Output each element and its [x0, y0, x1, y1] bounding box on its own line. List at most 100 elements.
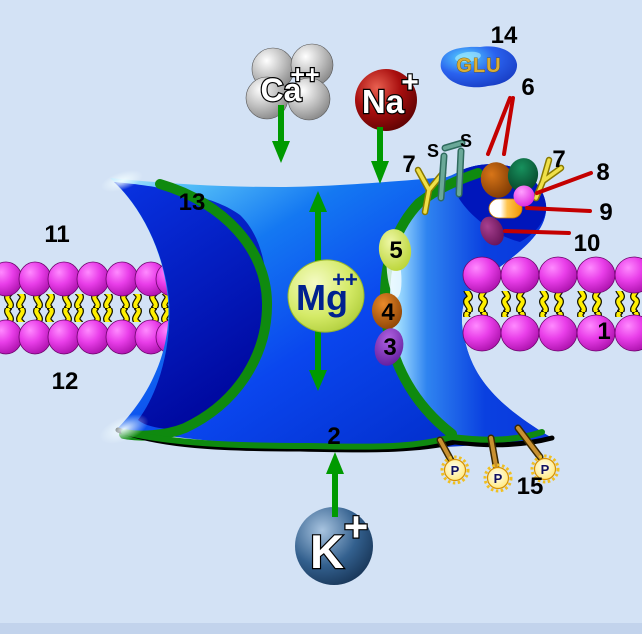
glutamate-binding-site-blob [480, 162, 514, 198]
phosphate-rays [483, 463, 513, 493]
sodium-ion: Na + [355, 65, 420, 184]
phosphorylation-sites: P P P [436, 424, 560, 493]
calcium-ion: Ca ++ [245, 43, 334, 163]
glutamate-label: GLU [456, 55, 501, 77]
antibody-fill [534, 158, 563, 200]
phosphate-stalk [489, 436, 498, 468]
lipid-heads-inner-row [0, 319, 189, 355]
callout-1: 1 [597, 318, 610, 345]
callout-6: 6 [521, 74, 534, 101]
magnesium-charge: ++ [332, 267, 358, 292]
background-bottom-band [0, 623, 642, 634]
arrow-up-icon [326, 452, 344, 474]
site-8-sphere [513, 185, 535, 207]
callout-line-10 [503, 229, 571, 235]
callout-7-right: 7 [552, 146, 565, 173]
callout-7-left: 7 [402, 151, 415, 178]
phosphate-stalk [516, 426, 542, 459]
callout-5: 5 [389, 237, 402, 264]
lipid-heads-outer-row [462, 256, 642, 294]
glycine-binding-site-blob [507, 158, 539, 192]
membrane-head [614, 256, 642, 294]
callout-line-8 [535, 171, 593, 195]
pore-flow: Mg ++ [287, 191, 365, 391]
membrane-head [462, 256, 502, 294]
phosphate-group-icon: P [440, 455, 470, 485]
channel-dark-lobe-left [114, 182, 267, 430]
arrow-down-icon [272, 141, 290, 163]
membrane-head [18, 319, 52, 355]
site-3-blob [374, 328, 404, 366]
lipid-bilayer-right [462, 256, 642, 352]
callout-line-6a [486, 96, 512, 156]
disulfide-rod [439, 154, 446, 200]
arrow-up-icon [309, 191, 327, 212]
sodium-sphere [355, 69, 417, 131]
potassium-charge: + [344, 503, 369, 550]
potassium-sphere [295, 507, 373, 585]
arrow-down-icon [371, 161, 389, 184]
callout-3: 3 [383, 334, 396, 361]
disulfide-s-left: S [427, 141, 439, 161]
channel-tip-highlight-bottom [99, 414, 149, 444]
callout-2: 2 [327, 423, 340, 450]
potassium-ion: K + [295, 452, 373, 585]
antibody-left-icon [414, 166, 447, 216]
arrow-down-icon [309, 370, 327, 391]
callout-14: 14 [491, 22, 518, 49]
site-10-blob [480, 216, 504, 246]
magnesium-ion [287, 259, 365, 333]
calcium-symbol: Ca [261, 72, 302, 108]
disulfide-bond-icon: S S [427, 131, 472, 202]
membrane-head [47, 261, 81, 297]
extracellular-structures: S S [414, 131, 565, 246]
phosphate-label: P [494, 471, 503, 486]
callout-line-6b [502, 96, 515, 156]
lipid-bilayer-left [0, 261, 189, 355]
membrane-head [76, 261, 110, 297]
callout-10: 10 [574, 230, 601, 257]
glutamate-highlight [455, 51, 481, 63]
disulfide-bridge [443, 141, 464, 150]
sodium-symbol: Na [362, 83, 405, 120]
membrane-head [18, 261, 52, 297]
phosphate-circle [443, 458, 467, 482]
callout-11: 11 [44, 221, 69, 248]
membrane-head [500, 256, 540, 294]
lipid-tails [0, 294, 178, 322]
phosphate-rays [530, 454, 560, 484]
magnesium-symbol: Mg [296, 277, 348, 318]
phosphate-circle [533, 457, 557, 481]
sodium-charge: + [401, 66, 419, 99]
lipid-tails [463, 291, 642, 317]
callout-line-9 [525, 206, 592, 213]
phosphate-rays [440, 455, 470, 485]
membrane-head [105, 261, 139, 297]
phosphate-group-icon: P [483, 463, 513, 493]
callout-9: 9 [599, 199, 612, 226]
potassium-symbol: K [310, 525, 344, 578]
callout-lines [486, 96, 593, 235]
lipid-heads-inner-row [462, 314, 642, 352]
channel-stripe-left [119, 179, 273, 441]
glutamate-ligand: GLU [440, 46, 518, 88]
callout-15: 15 [517, 473, 544, 500]
site-4-blob [371, 293, 403, 329]
membrane-head [538, 314, 578, 352]
membrane-head [76, 319, 110, 355]
membrane-head [47, 319, 81, 355]
site-5-blob [378, 229, 412, 271]
membrane-head [105, 319, 139, 355]
calcium-charge: ++ [290, 61, 319, 89]
membrane-head [500, 314, 540, 352]
antibody-right-icon [532, 156, 565, 202]
phosphate-label: P [541, 462, 550, 477]
disulfide-s-right: S [460, 131, 472, 151]
disulfide-rod [457, 149, 463, 196]
callout-8: 8 [596, 159, 609, 186]
phosphate-label: P [451, 463, 460, 478]
membrane-head [576, 256, 616, 294]
callout-labels: 1 2 3 4 5 6 7 7 8 9 10 11 12 13 14 15 [44, 22, 612, 500]
